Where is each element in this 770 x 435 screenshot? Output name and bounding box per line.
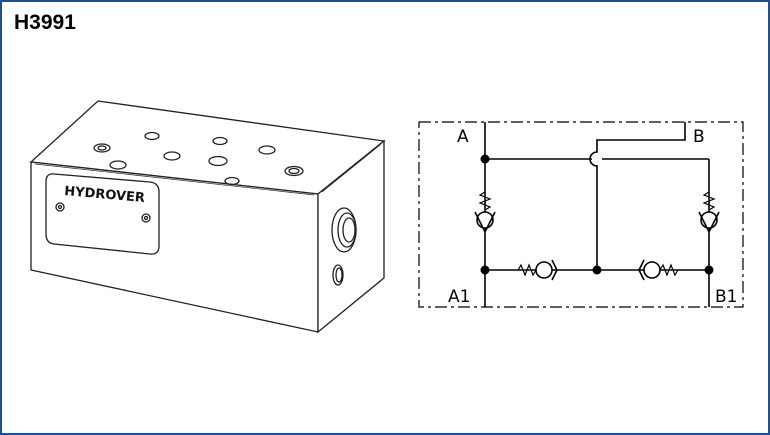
- check-valve-bottom-left: [517, 259, 558, 281]
- junction-dots: [480, 154, 714, 275]
- port-label-b: B: [693, 127, 705, 147]
- port-label-b1: B1: [715, 287, 737, 307]
- port-label-a1: A1: [448, 287, 470, 307]
- check-valve-left: [474, 191, 496, 234]
- port-label-a: A: [457, 127, 469, 147]
- check-valve-right: [698, 191, 720, 234]
- product-code-title: H3991: [14, 11, 76, 34]
- block-right-face: [317, 139, 385, 334]
- nameplate: [45, 173, 160, 255]
- brand-label: HYDROVER: [64, 184, 146, 206]
- check-valve-bottom-right: [638, 259, 679, 281]
- hydraulic-schematic: [418, 121, 744, 308]
- valve-block-drawing: [29, 100, 386, 334]
